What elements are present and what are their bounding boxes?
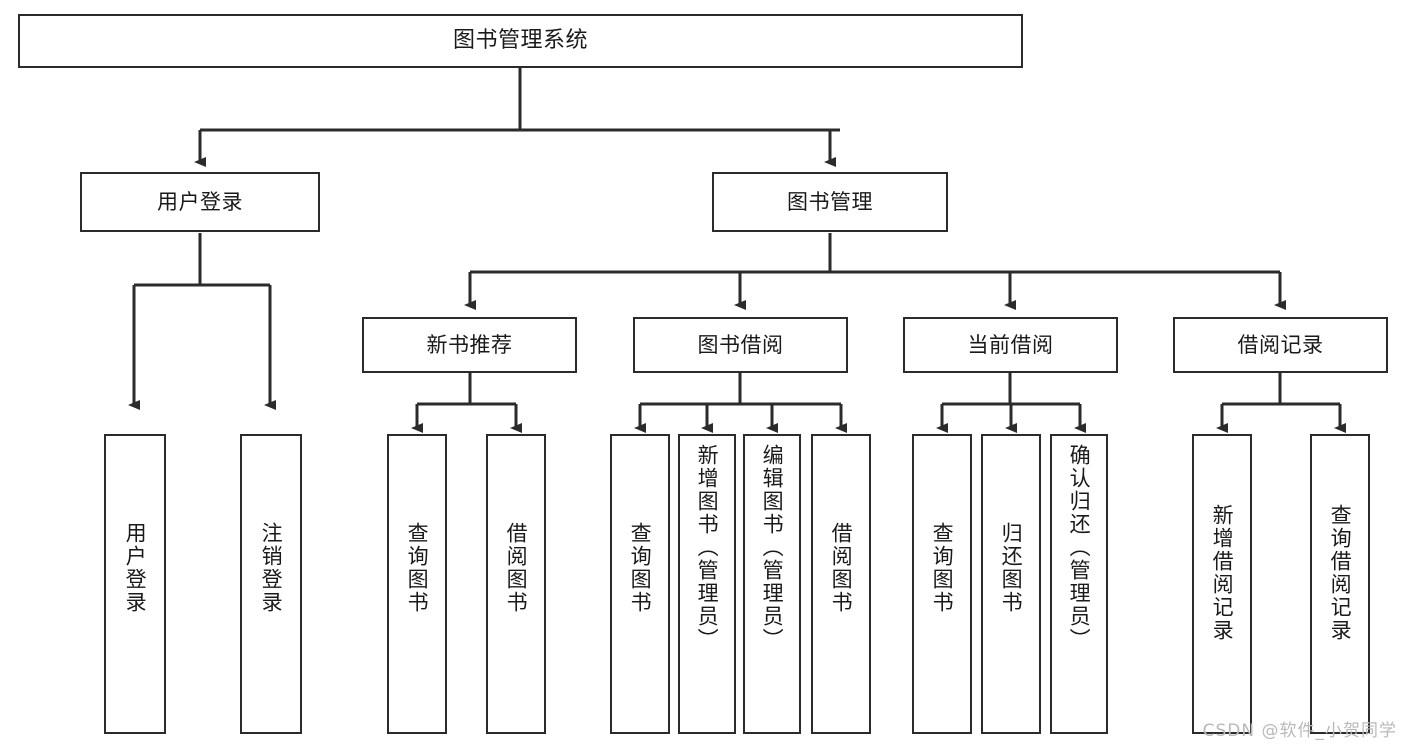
node-label: 编辑图书（管理员） xyxy=(760,444,785,651)
node-label: 归还图书 xyxy=(999,522,1024,614)
node-label: 查询图书 xyxy=(405,522,430,614)
node-label: 新增图书（管理员） xyxy=(695,444,720,651)
leaf-borrow-query[interactable]: 查询图书 xyxy=(610,434,670,734)
leaf-current-confirm-return[interactable]: 确认归还（管理员） xyxy=(1050,434,1108,734)
leaf-borrow-edit-book[interactable]: 编辑图书（管理员） xyxy=(743,434,801,734)
csdn-watermark: CSDN @软件_小贺同学 xyxy=(1202,721,1397,741)
node-label: 确认归还（管理员） xyxy=(1067,444,1092,651)
node-label: 图书借阅 xyxy=(697,332,784,357)
node-label: 查询借阅记录 xyxy=(1328,504,1353,642)
leaf-new-books-query[interactable]: 查询图书 xyxy=(387,434,447,734)
leaf-records-add[interactable]: 新增借阅记录 xyxy=(1192,434,1252,734)
leaf-current-return[interactable]: 归还图书 xyxy=(981,434,1041,734)
node-root-system[interactable]: 图书管理系统 xyxy=(18,14,1023,68)
leaf-borrow-borrow-book[interactable]: 借阅图书 xyxy=(811,434,871,734)
node-book-borrow[interactable]: 图书借阅 xyxy=(633,317,848,373)
node-label: 借阅记录 xyxy=(1237,332,1324,357)
leaf-user-login[interactable]: 用户登录 xyxy=(104,434,166,734)
node-label: 查询图书 xyxy=(628,522,653,614)
node-label: 新书推荐 xyxy=(426,332,513,357)
leaf-records-query[interactable]: 查询借阅记录 xyxy=(1310,434,1370,734)
node-label: 注销登录 xyxy=(259,522,284,614)
node-label: 用户登录 xyxy=(157,189,243,214)
node-borrow-records[interactable]: 借阅记录 xyxy=(1173,317,1388,373)
node-label: 新增借阅记录 xyxy=(1210,504,1235,642)
node-user-login[interactable]: 用户登录 xyxy=(80,172,320,232)
node-label: 借阅图书 xyxy=(829,522,854,614)
node-label: 当前借阅 xyxy=(967,332,1054,357)
node-new-book-recommend[interactable]: 新书推荐 xyxy=(362,317,577,373)
node-label: 查询图书 xyxy=(930,522,955,614)
node-current-borrow[interactable]: 当前借阅 xyxy=(903,317,1118,373)
node-label: 图书管理 xyxy=(787,189,873,214)
node-label: 用户登录 xyxy=(123,522,148,614)
leaf-new-books-borrow[interactable]: 借阅图书 xyxy=(486,434,546,734)
leaf-borrow-add-book[interactable]: 新增图书（管理员） xyxy=(678,434,736,734)
node-label: 借阅图书 xyxy=(504,522,529,614)
leaf-logout[interactable]: 注销登录 xyxy=(240,434,302,734)
node-label: 图书管理系统 xyxy=(452,28,588,54)
leaf-current-query[interactable]: 查询图书 xyxy=(912,434,972,734)
node-book-management[interactable]: 图书管理 xyxy=(712,172,948,232)
